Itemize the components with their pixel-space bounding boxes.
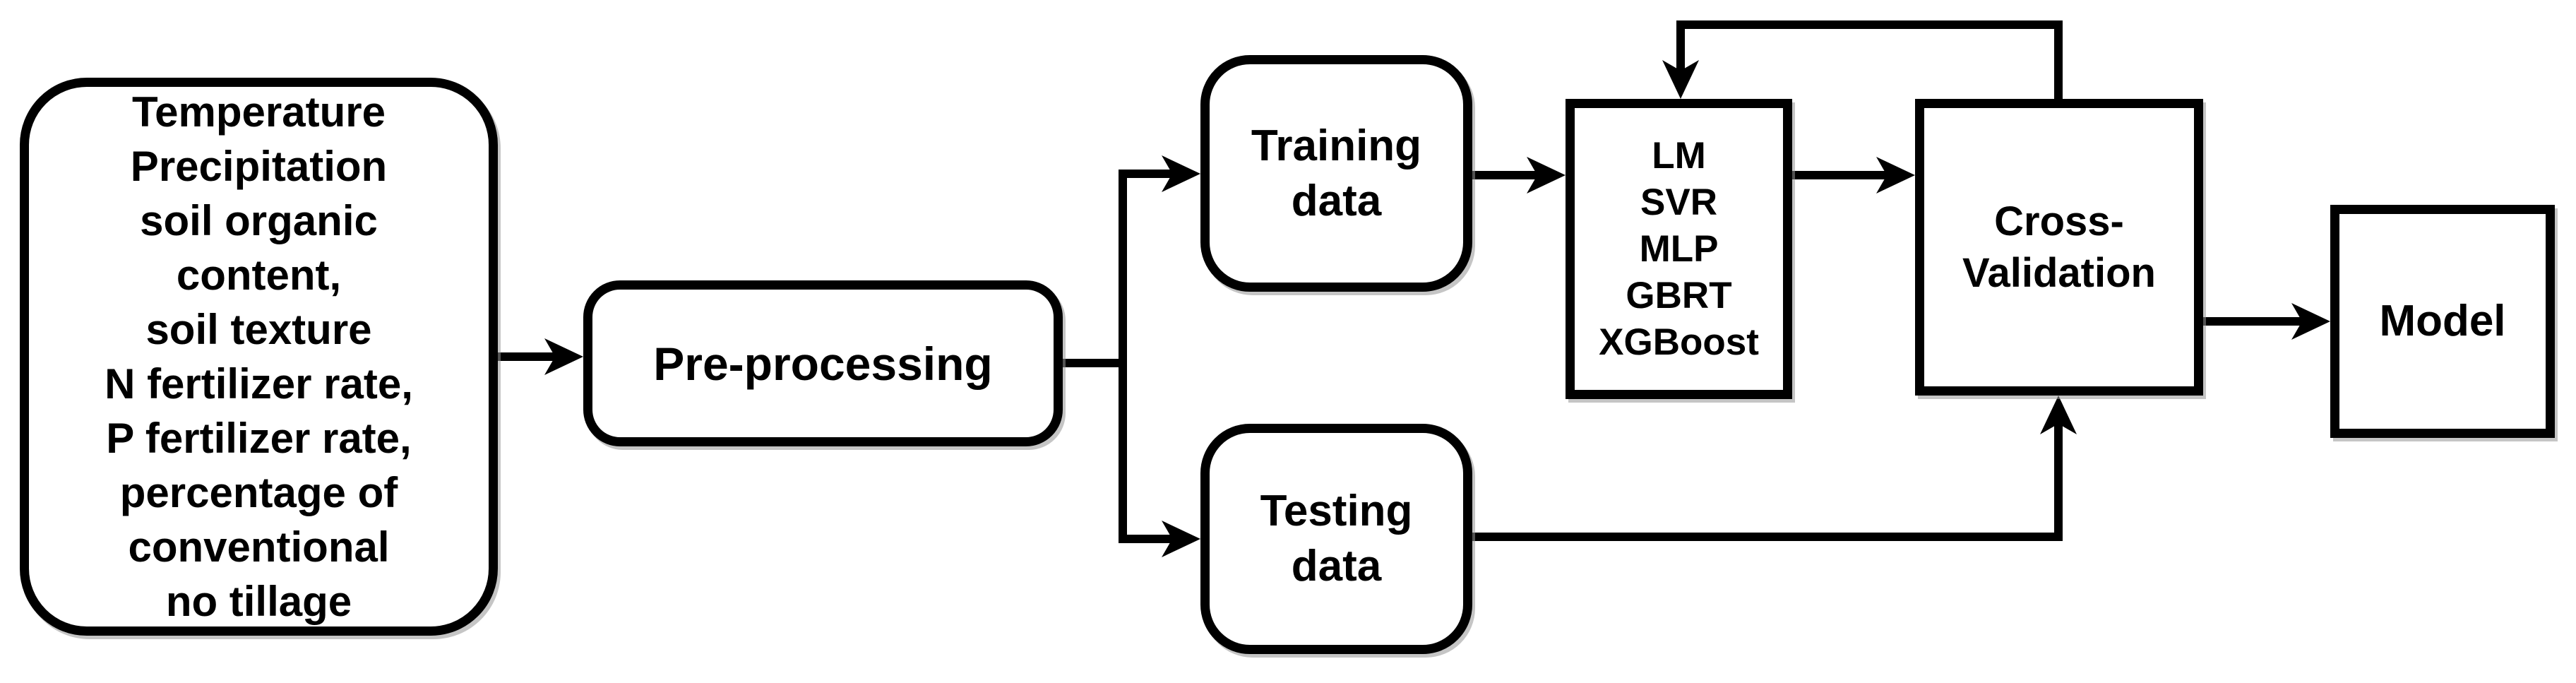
model-node: Model	[2330, 205, 2555, 438]
arrowhead-feedback-into-models-top	[1662, 60, 1699, 99]
input-feature-line: conventional	[128, 523, 390, 571]
arrowhead-into-training	[1162, 155, 1200, 192]
cross-validation-label-line: Validation	[1962, 250, 2156, 296]
input-feature-line: Temperature	[131, 88, 386, 136]
cross-validation-node: Cross- Validation	[1915, 99, 2203, 396]
training-label-line: Training	[1251, 121, 1422, 170]
arrowhead-into-testing	[1162, 521, 1200, 557]
preprocessing-node: Pre-processing	[583, 280, 1063, 446]
arrowhead-into-crossvalidation-bottom	[2040, 396, 2077, 434]
algorithm-name: SVR	[1640, 181, 1717, 223]
input-feature-line: Precipitation	[130, 143, 388, 190]
input-feature-line: soil organic	[140, 197, 378, 244]
model-algorithms-node: LM SVR MLP GBRT XGBoost	[1566, 99, 1792, 399]
model-label: Model	[2379, 297, 2506, 345]
cross-validation-label-line: Cross-	[1994, 198, 2124, 244]
arrowhead-into-models	[1527, 157, 1566, 194]
input-feature-line: N fertilizer rate,	[105, 360, 413, 408]
algorithm-name: MLP	[1639, 227, 1719, 270]
testing-label-line: Testing	[1260, 487, 1413, 535]
algorithm-name: LM	[1652, 134, 1706, 177]
testing-data-node: Testing data	[1200, 424, 1472, 654]
algorithm-name: XGBoost	[1599, 321, 1759, 363]
arrowhead-into-crossvalidation-left	[1876, 157, 1915, 194]
input-feature-line: no tillage	[165, 578, 352, 625]
arrowhead-into-preprocessing	[544, 338, 583, 375]
input-feature-line: soil texture	[145, 306, 372, 353]
preprocessing-label: Pre-processing	[653, 337, 993, 390]
line-crossvalidation-feedback-loop	[1676, 20, 2063, 103]
input-features-node: Temperature Precipitation soil organic c…	[20, 78, 498, 636]
input-feature-line: content,	[176, 251, 342, 299]
algorithm-name: GBRT	[1626, 274, 1732, 316]
input-feature-line: percentage of	[119, 469, 398, 516]
input-feature-line: P fertilizer rate,	[106, 415, 412, 462]
arrowhead-into-model	[2291, 303, 2330, 340]
testing-label-line: data	[1291, 542, 1382, 590]
line-testing-to-crossvalidation	[1472, 424, 2063, 541]
training-data-node: Training data	[1200, 55, 1472, 292]
training-label-line: data	[1291, 176, 1382, 225]
